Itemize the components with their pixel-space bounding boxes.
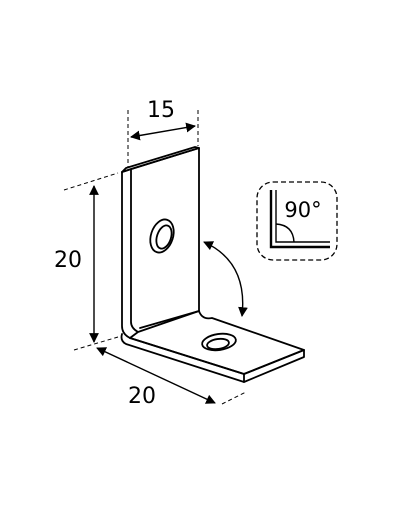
depth-dimension-line bbox=[96, 347, 216, 404]
right-angle-inset: 90° bbox=[256, 181, 338, 261]
height-extension-bottom bbox=[73, 336, 119, 351]
top-edge bbox=[121, 146, 200, 173]
inset-frame bbox=[256, 181, 338, 261]
height-dimension bbox=[63, 172, 119, 351]
horizontal-flange-edge bbox=[120, 333, 245, 383]
bend-line bbox=[139, 310, 200, 329]
height-extension-top bbox=[63, 172, 119, 191]
right-angle-arc bbox=[275, 223, 295, 243]
bend-angle-arrow bbox=[203, 241, 248, 317]
horizontal-flange-side-edge bbox=[243, 349, 305, 383]
vertical-flange-hole-inner bbox=[155, 224, 173, 250]
width-dimension bbox=[127, 110, 199, 168]
vertical-flange bbox=[121, 147, 206, 323]
angle-bracket bbox=[120, 146, 305, 383]
right-angle-symbol-inner bbox=[275, 190, 330, 243]
vertical-flange-inner-edge bbox=[130, 168, 139, 333]
horizontal-flange-hole bbox=[201, 332, 237, 352]
width-label: 15 bbox=[147, 98, 175, 123]
vertical-flange-hole bbox=[149, 218, 175, 254]
horizontal-flange-hole-inner bbox=[206, 337, 230, 351]
depth-label: 20 bbox=[128, 384, 156, 409]
height-label: 20 bbox=[54, 248, 82, 273]
depth-dimension bbox=[96, 347, 247, 405]
vertical-flange-edge bbox=[121, 171, 131, 339]
angle-label: 90° bbox=[284, 198, 321, 222]
depth-extension-right bbox=[221, 391, 247, 405]
right-angle-symbol bbox=[269, 190, 330, 249]
width-dimension-line bbox=[130, 122, 196, 141]
